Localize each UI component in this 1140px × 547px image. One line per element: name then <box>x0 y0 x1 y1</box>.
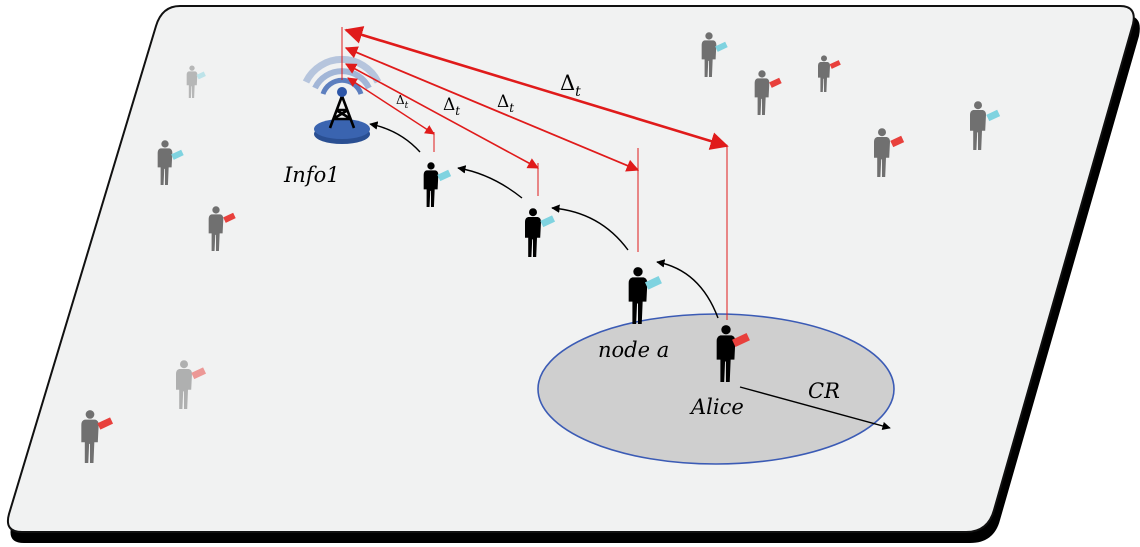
hop-arrow-alice-to-node-a <box>656 259 719 319</box>
person-icon <box>186 65 206 98</box>
tower-label: Info1 <box>283 163 340 187</box>
person-icon <box>754 70 782 115</box>
signal-arrows <box>341 26 729 320</box>
person-icon <box>176 360 207 409</box>
hop-arrows <box>369 121 719 319</box>
delta-label-medium: Δt <box>497 92 514 115</box>
delta-label-small: Δt <box>443 95 460 118</box>
person-icon <box>970 101 1001 150</box>
person-icon <box>81 410 114 463</box>
signal-arrow-relay-3 <box>347 77 435 135</box>
person-icon <box>818 55 841 92</box>
communication-range-radius-arrow <box>739 386 891 431</box>
hop-arrow-relay-1-to-info1 <box>369 121 421 153</box>
hop-arrow-node-a-to-relay-2 <box>551 204 629 251</box>
delta-label-tiny: Δt <box>396 93 409 111</box>
communication-range-area <box>537 313 895 465</box>
node-a-label: node a <box>598 338 669 362</box>
person-icon <box>208 206 236 251</box>
relay-person-1 <box>423 162 452 207</box>
node-a-person <box>628 267 662 324</box>
hop-arrow-relay-2-to-relay-1 <box>457 165 523 199</box>
person-icon <box>874 128 905 177</box>
alice-person <box>716 325 750 382</box>
delta-label-large: Δt <box>560 71 581 100</box>
range-label: CR <box>808 379 840 403</box>
relay-person-2 <box>525 208 556 257</box>
alice-label: Alice <box>689 395 744 419</box>
person-icon <box>157 140 184 185</box>
